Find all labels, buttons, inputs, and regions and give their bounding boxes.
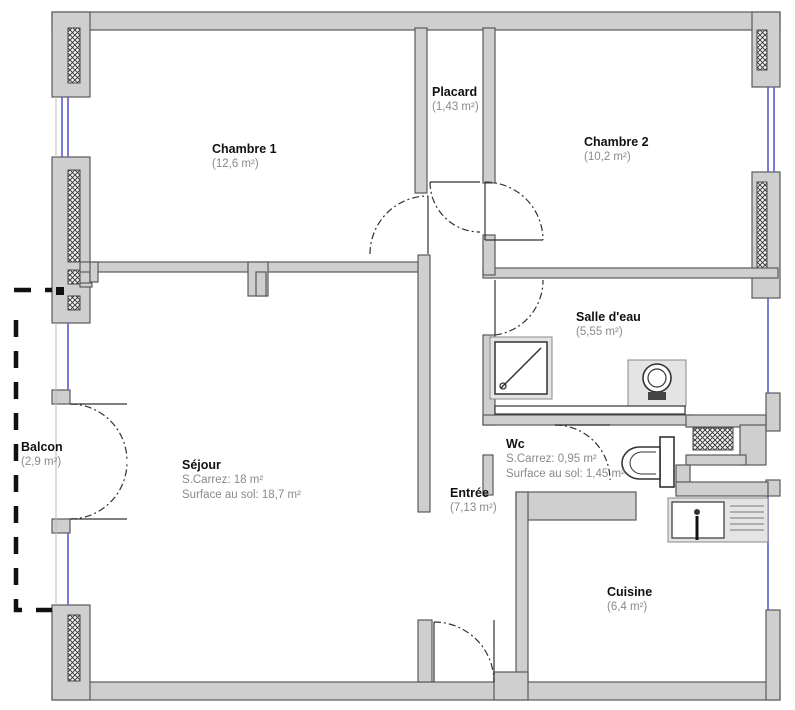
- room-carrez: S.Carrez: 0,95 m²: [506, 453, 597, 465]
- room-floor-area: Surface au sol: 1,45 m²: [506, 468, 625, 480]
- room-label-entree: Entrée (7,13 m²): [450, 486, 497, 516]
- doors: [69, 181, 611, 683]
- kitchen-sink-icon: [667, 497, 769, 543]
- room-name: Cuisine: [607, 585, 653, 599]
- interior-walls: [79, 27, 779, 701]
- room-area: (5,55 m²): [576, 326, 623, 338]
- room-area: (2,9 m²): [21, 456, 62, 468]
- bathroom-counter: [494, 405, 686, 415]
- room-name: Séjour: [182, 458, 221, 472]
- room-area: (10,2 m²): [584, 151, 631, 163]
- balcony-outline: [13, 287, 64, 613]
- room-name: Balcon: [21, 440, 63, 454]
- room-area: (6,4 m²): [607, 601, 648, 613]
- room-floor-area: Surface au sol: 18,7 m²: [182, 489, 301, 501]
- room-name: Chambre 2: [584, 135, 649, 149]
- room-area: (7,13 m²): [450, 502, 497, 514]
- room-name: Placard: [432, 85, 478, 99]
- room-name: Entrée: [450, 486, 489, 500]
- toilet-icon: [621, 436, 675, 488]
- room-label-cuisine: Cuisine (6,4 m²): [607, 585, 652, 615]
- room-name: Salle d'eau: [576, 310, 641, 324]
- room-label-balcon: Balcon (2,9 m²): [21, 440, 63, 470]
- room-label-salle-eau: Salle d'eau (5,55 m²): [576, 310, 641, 340]
- room-carrez: S.Carrez: 18 m²: [182, 474, 264, 486]
- room-area: (1,43 m²): [432, 101, 479, 113]
- washbasin-icon: [627, 359, 687, 407]
- windows: [55, 87, 775, 610]
- room-name: Wc: [506, 437, 525, 451]
- room-name: Chambre 1: [212, 142, 277, 156]
- room-label-placard: Placard (1,43 m²): [432, 85, 479, 115]
- shower-icon: [489, 336, 553, 400]
- room-label-chambre2: Chambre 2 (10,2 m²): [584, 135, 649, 165]
- room-label-chambre1: Chambre 1 (12,6 m²): [212, 142, 277, 172]
- room-label-wc: Wc S.Carrez: 0,95 m² Surface au sol: 1,4…: [506, 437, 625, 482]
- room-area: (12,6 m²): [212, 158, 259, 170]
- room-label-sejour: Séjour S.Carrez: 18 m² Surface au sol: 1…: [182, 458, 301, 503]
